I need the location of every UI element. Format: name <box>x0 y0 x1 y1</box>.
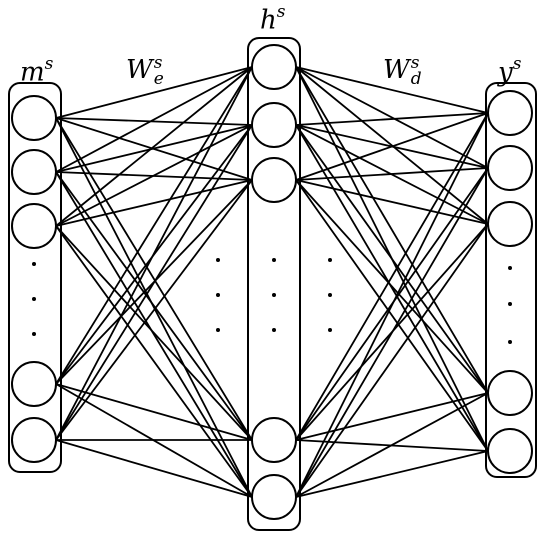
hidden-ellipsis-dot <box>272 293 276 297</box>
encoder-gap-dot <box>216 328 220 332</box>
decoder-edge-2-3 <box>295 179 489 394</box>
decoder-edge-4-2 <box>295 223 489 498</box>
decoder-gap-dot <box>328 328 332 332</box>
output-node <box>487 201 533 247</box>
decoder-edge-2-0 <box>295 112 489 181</box>
decoder-edge-4-4 <box>295 450 489 498</box>
encoder-edge-4-1 <box>55 124 253 441</box>
encoder-gap-dot <box>216 258 220 262</box>
output-node <box>487 90 533 136</box>
ellipsis-dots <box>32 258 512 344</box>
decoder-edge-2-4 <box>295 179 489 452</box>
encoder-edge-4-4 <box>55 439 253 498</box>
input-ellipsis-dot <box>32 332 36 336</box>
output-ellipsis-dot <box>508 340 512 344</box>
encoder-edge-1-0 <box>55 66 253 173</box>
encoder-edge-2-0 <box>55 66 253 227</box>
hidden-layer-label: hs <box>260 2 286 36</box>
decoder-edge-4-3 <box>295 392 489 498</box>
output-ellipsis-dot <box>508 266 512 270</box>
input-ellipsis-dot <box>32 262 36 266</box>
encoder-edge-0-3 <box>55 117 253 441</box>
encoder-edge-4-0 <box>55 66 253 441</box>
encoder-edge-1-1 <box>55 124 253 173</box>
encoder-edge-2-1 <box>55 124 253 227</box>
hidden-layer-container <box>247 37 301 531</box>
layer-nodes <box>11 44 533 520</box>
hidden-node <box>251 474 297 520</box>
hidden-ellipsis-dot <box>272 258 276 262</box>
decoder-edge-1-0 <box>295 112 489 126</box>
decoder-edge-4-1 <box>295 167 489 498</box>
output-node <box>487 370 533 416</box>
encoder-edge-2-3 <box>55 225 253 441</box>
input-ellipsis-dot <box>32 297 36 301</box>
decoder-gap-dot <box>328 258 332 262</box>
input-layer-container <box>8 82 62 473</box>
encoder-edge-4-2 <box>55 179 253 441</box>
hidden-node <box>251 157 297 203</box>
encoder-edge-1-4 <box>55 171 253 498</box>
hidden-node <box>251 44 297 90</box>
decoder-edge-0-2 <box>295 66 489 225</box>
decoder-edge-1-4 <box>295 124 489 452</box>
layer-containers <box>8 37 537 531</box>
decoder-edge-1-3 <box>295 124 489 394</box>
encoder-edge-2-2 <box>55 179 253 227</box>
input-layer-label: ms <box>20 54 54 88</box>
encoder-edge-3-0 <box>55 66 253 385</box>
input-node <box>11 417 57 463</box>
input-node <box>11 149 57 195</box>
encoder-gap-dot <box>216 293 220 297</box>
decoder-edge-0-1 <box>295 66 489 169</box>
input-node <box>11 203 57 249</box>
decoder-edge-3-0 <box>295 112 489 441</box>
encoder-edge-2-4 <box>55 225 253 498</box>
output-ellipsis-dot <box>508 302 512 306</box>
encoder-edge-3-3 <box>55 383 253 441</box>
output-node <box>487 428 533 474</box>
decoder-edge-0-0 <box>295 66 489 114</box>
encoder-edge-0-1 <box>55 117 253 126</box>
output-layer-label: ys <box>498 54 522 88</box>
hidden-ellipsis-dot <box>272 328 276 332</box>
connection-edges <box>55 66 489 498</box>
output-node <box>487 145 533 191</box>
decoder-edge-2-2 <box>295 179 489 225</box>
input-node <box>11 361 57 407</box>
input-node <box>11 95 57 141</box>
decoder-edge-4-0 <box>295 112 489 498</box>
encoder-edge-1-3 <box>55 171 253 441</box>
decoder-edge-0-3 <box>295 66 489 394</box>
output-layer-container <box>485 82 537 478</box>
hidden-node <box>251 417 297 463</box>
encoder-edge-0-0 <box>55 66 253 119</box>
hidden-node <box>251 102 297 148</box>
decoder-edge-2-1 <box>295 167 489 181</box>
decoder-gap-dot <box>328 293 332 297</box>
